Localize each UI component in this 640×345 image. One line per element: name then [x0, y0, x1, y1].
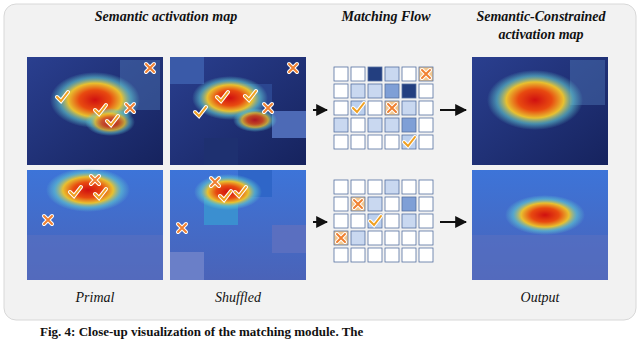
matching-grid	[334, 67, 433, 262]
grid-cell	[402, 180, 416, 194]
grid-cell	[402, 214, 416, 228]
grid-cell	[385, 180, 399, 194]
grid-cell	[351, 197, 365, 211]
grid-cell	[419, 197, 433, 211]
grid-cell	[368, 84, 382, 98]
column-label: Shuffled	[188, 289, 288, 307]
grid-cell	[385, 135, 399, 149]
grid-cell	[368, 135, 382, 149]
grid-cell	[334, 67, 348, 81]
grid-cell	[419, 101, 433, 115]
cross-mark	[337, 234, 345, 242]
cross-mark	[422, 70, 430, 78]
grid-cell	[334, 231, 348, 245]
grid-cell	[402, 101, 416, 115]
grid-cell	[385, 197, 399, 211]
grid-cell	[419, 180, 433, 194]
grid-cell	[385, 231, 399, 245]
grid-cell	[368, 180, 382, 194]
grid-cell	[334, 84, 348, 98]
grid-cell	[402, 67, 416, 81]
grid-cell	[419, 214, 433, 228]
grid-cell	[402, 197, 416, 211]
grid-cell	[334, 180, 348, 194]
grid-cell	[351, 180, 365, 194]
primal-map-1	[27, 57, 163, 165]
grid-cell	[385, 214, 399, 228]
grid-cell	[351, 67, 365, 81]
flow-arrow	[440, 221, 466, 223]
output-map-2	[472, 170, 608, 280]
flow-arrow	[440, 109, 466, 111]
grid-cell	[402, 135, 416, 149]
grid-cell	[351, 214, 365, 228]
column-header: Semantic-Constrained activation map	[451, 8, 631, 43]
grid-cell	[402, 118, 416, 132]
column-label: Output	[490, 289, 590, 307]
grid-cell	[419, 248, 433, 262]
check-mark	[404, 137, 415, 146]
flow-arrow	[313, 221, 327, 223]
grid-cell	[385, 118, 399, 132]
grid-cell	[351, 231, 365, 245]
grid-cell	[419, 135, 433, 149]
column-label: Primal	[45, 289, 145, 307]
grid-cell	[368, 67, 382, 81]
grid-cell	[368, 101, 382, 115]
grid-cell	[419, 118, 433, 132]
figure-caption: Fig. 4: Close-up visualization of the ma…	[40, 324, 363, 340]
grid-cell	[385, 101, 399, 115]
check-mark	[353, 103, 364, 112]
shuffled-map-1	[170, 57, 306, 165]
grid-cell	[419, 67, 433, 81]
grid-cell	[368, 248, 382, 262]
grid-cell	[351, 118, 365, 132]
grid-cell	[351, 84, 365, 98]
grid-cell	[351, 135, 365, 149]
grid-cell	[334, 118, 348, 132]
grid-cell	[351, 248, 365, 262]
column-header: Semantic activation map	[91, 8, 241, 26]
grid-cell	[334, 214, 348, 228]
cross-mark	[354, 200, 362, 208]
grid-cell	[385, 84, 399, 98]
grid-cell	[334, 248, 348, 262]
flow-arrow	[313, 109, 327, 111]
grid-cell	[334, 135, 348, 149]
grid-cell	[419, 84, 433, 98]
grid-cell	[368, 231, 382, 245]
grid-cell	[385, 67, 399, 81]
grid-cell	[334, 197, 348, 211]
grid-cell	[351, 101, 365, 115]
grid-cell	[402, 248, 416, 262]
shuffled-map-2	[170, 170, 306, 280]
output-map-1	[472, 57, 608, 165]
grid-cell	[368, 118, 382, 132]
grid-cell	[402, 84, 416, 98]
primal-map-2	[27, 168, 163, 280]
grid-cell	[385, 248, 399, 262]
cross-mark	[388, 104, 396, 112]
grid-cell	[334, 101, 348, 115]
column-header: Matching Flow	[341, 8, 431, 26]
grid-cell	[419, 231, 433, 245]
grid-cell	[402, 231, 416, 245]
grid-cell	[368, 214, 382, 228]
grid-cell	[368, 197, 382, 211]
check-mark	[370, 216, 381, 225]
